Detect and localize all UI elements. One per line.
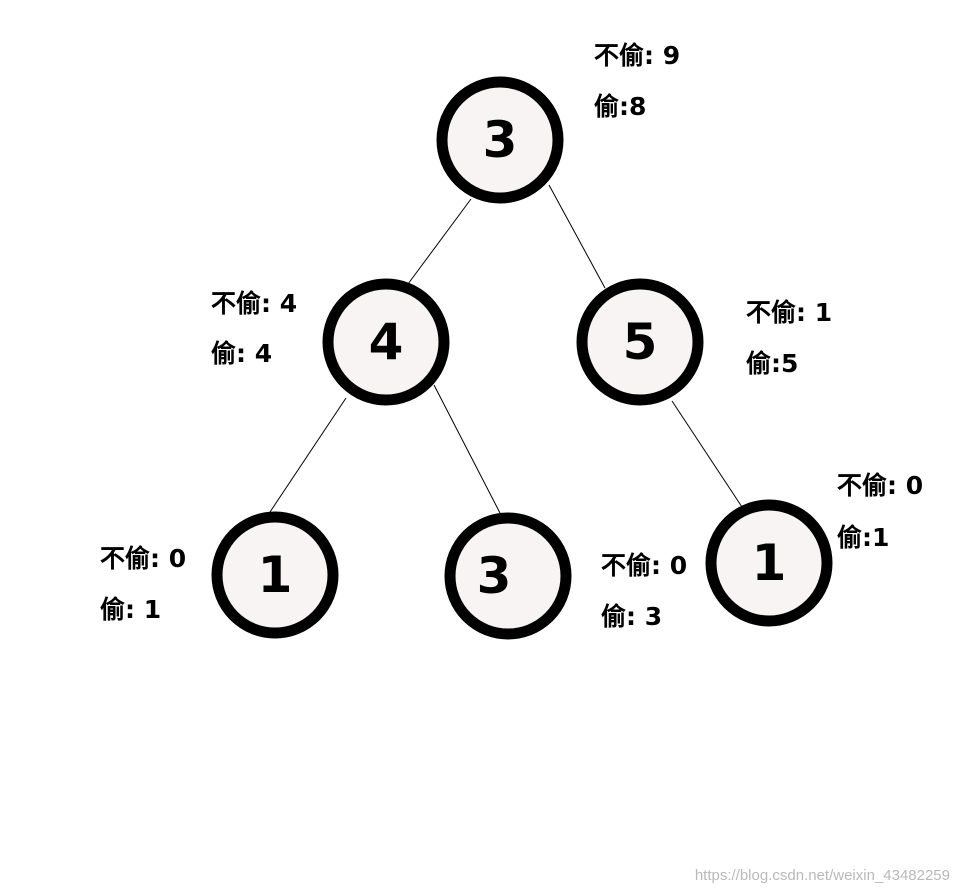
left-right-not-steal-label: 不偷: 0 [601,551,687,580]
edge-left-left-right [433,384,501,514]
node-value: 4 [369,313,404,371]
node-value: 5 [623,313,658,371]
tree-node-left-left: 1 [211,511,339,639]
node-circle [322,278,450,406]
watermark-url: https://blog.csdn.net/weixin_43482259 [695,867,950,884]
node-circle [444,512,572,640]
tree-node-left: 4 [322,278,450,406]
left-steal-label: 偷: 4 [211,339,272,368]
root-not-steal-label: 不偷: 9 [594,41,680,70]
root-steal-label: 偷:8 [594,92,646,121]
node-value: 1 [258,546,293,604]
right-right-not-steal-label: 不偷: 0 [837,471,923,500]
node-circle [211,511,339,639]
tree-node-root: 3 [436,76,564,204]
node-value: 3 [483,111,518,169]
node-value: 3 [477,547,512,605]
left-right-steal-label: 偷: 3 [601,602,662,631]
tree-edges [269,184,743,514]
left-left-steal-label: 偷: 1 [100,595,161,624]
tree-node-left-right: 3 [444,512,572,640]
left-left-not-steal-label: 不偷: 0 [100,544,186,573]
node-circle [576,278,704,406]
node-circle [705,499,833,627]
right-right-steal-label: 偷:1 [837,523,889,552]
tree-node-right: 5 [576,278,704,406]
node-value: 1 [752,534,787,592]
left-not-steal-label: 不偷: 4 [211,289,297,318]
edge-root-right [548,184,606,289]
node-annotations: 不偷: 9 偷:8 不偷: 4 偷: 4 不偷: 1 偷:5 不偷: 0 偷: … [100,41,923,631]
right-steal-label: 偷:5 [746,349,798,378]
tree-node-right-right: 1 [705,499,833,627]
edge-left-left-left [269,397,347,513]
node-circle [436,76,564,204]
right-not-steal-label: 不偷: 1 [746,298,832,327]
edge-right-right-right [671,400,743,508]
edge-root-left [407,198,472,285]
